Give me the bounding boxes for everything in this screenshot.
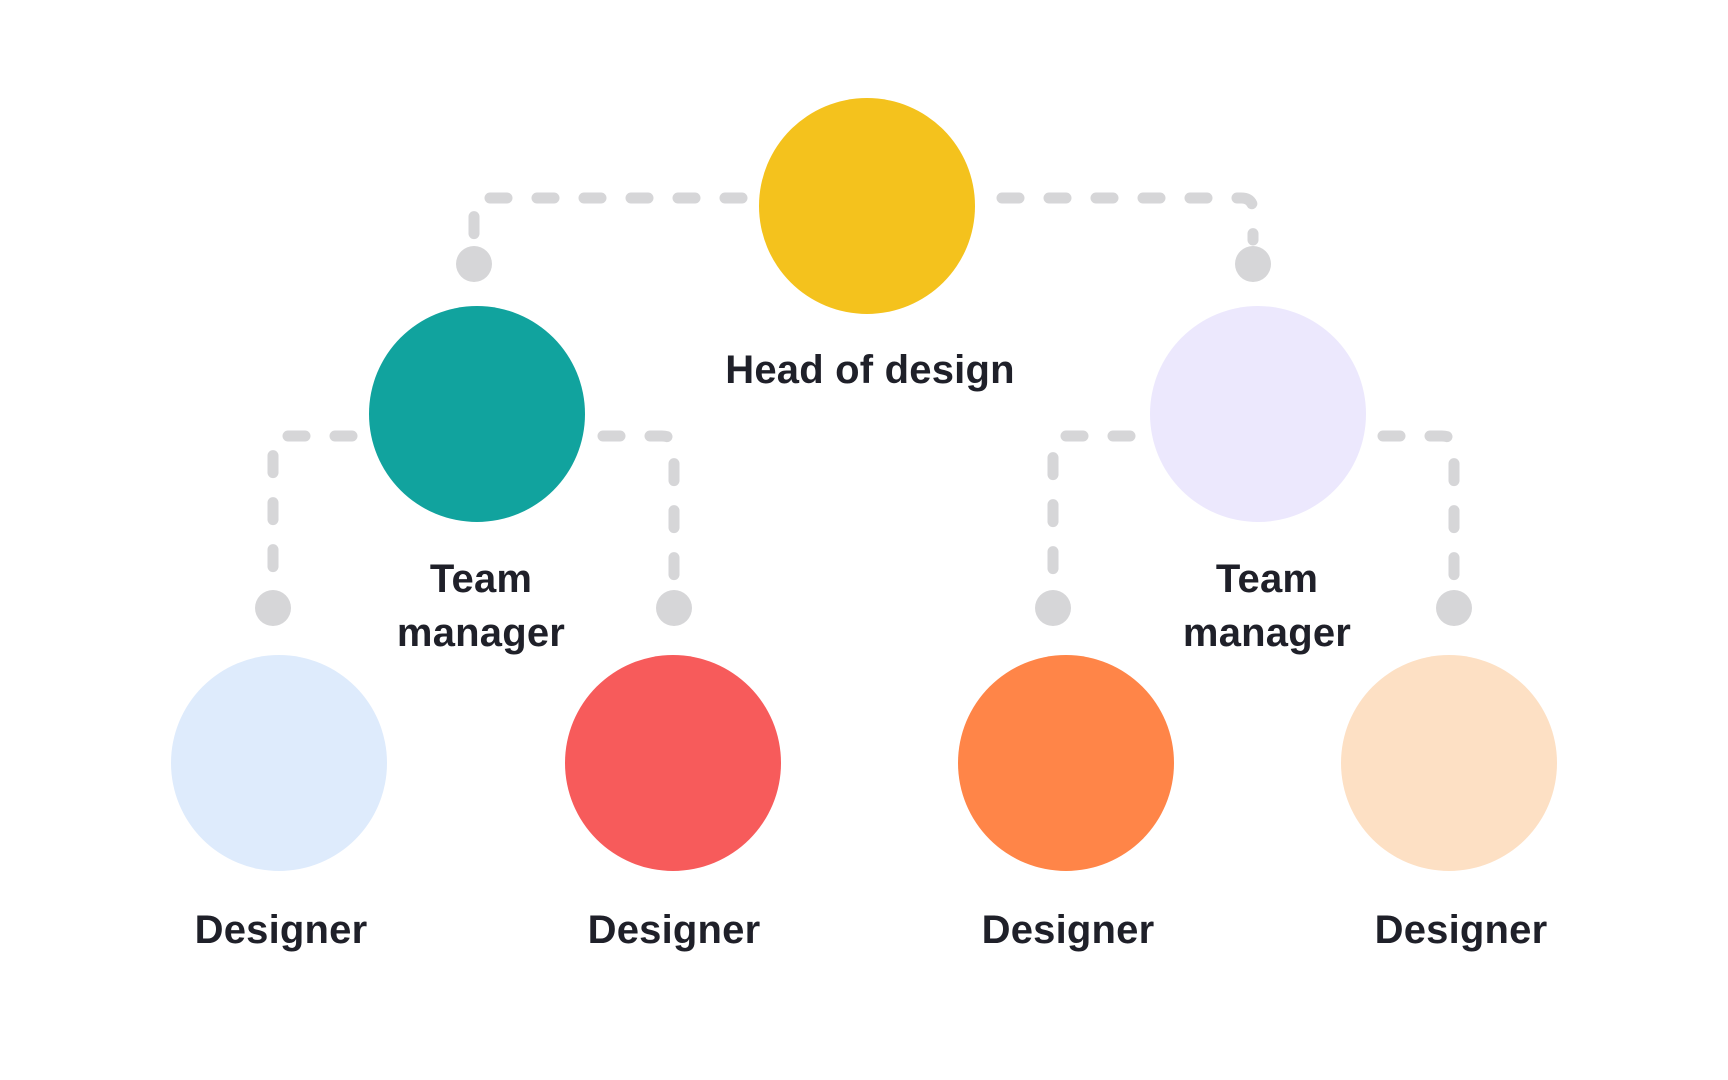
avatar-circle-background: [958, 655, 1174, 871]
role-label-des-4: Designer: [1375, 903, 1548, 957]
avatar-circle-background: [369, 306, 585, 522]
role-label-head: Head of design: [725, 343, 1015, 397]
role-label-line: Designer: [1374, 908, 1548, 952]
avatar-des-1: [171, 655, 387, 871]
role-label-des-3: Designer: [982, 903, 1155, 957]
avatar-des-3: [958, 655, 1174, 871]
dashed-connector-line: [1377, 430, 1460, 590]
dashed-connector-line: [468, 192, 748, 246]
connector-head-to-tm-left: [456, 192, 748, 282]
connector-dot: [1035, 590, 1071, 626]
role-label-line: manager: [1182, 611, 1352, 655]
role-label-des-2: Designer: [588, 903, 761, 957]
connector-tm-right-to-des-4: [1377, 430, 1472, 626]
connector-tm-left-to-des-2: [597, 430, 692, 626]
role-label-line: Team: [1215, 557, 1319, 601]
role-label-line: manager: [396, 611, 566, 655]
dashed-connector-line: [996, 192, 1259, 246]
avatar-des-4: [1341, 655, 1557, 871]
dashed-connector-line: [597, 430, 680, 590]
avatar-circle-background: [171, 655, 387, 871]
avatar-circle-background: [1150, 306, 1366, 522]
connector-layer: [255, 192, 1472, 626]
avatar-layer: [171, 98, 1557, 871]
role-label-line: Designer: [194, 908, 368, 952]
avatar-head: [759, 98, 975, 314]
avatar-circle-background: [759, 98, 975, 314]
role-label-line: Team: [429, 557, 533, 601]
connector-tm-right-to-des-3: [1035, 430, 1136, 626]
role-label-line: Designer: [587, 908, 761, 952]
connector-dot: [456, 246, 492, 282]
connector-tm-left-to-des-1: [255, 430, 358, 626]
avatar-tm-left: [369, 306, 585, 522]
connector-dot: [255, 590, 291, 626]
avatar-des-2: [565, 655, 781, 871]
role-label-tm-right: Team manager: [1183, 552, 1351, 660]
role-label-tm-left: Team manager: [397, 552, 565, 660]
avatar-circle-background: [1341, 655, 1557, 871]
role-label-line: Head of design: [725, 348, 1015, 392]
connector-dot: [1235, 246, 1271, 282]
connector-head-to-tm-right: [996, 192, 1271, 282]
avatar-tm-right: [1150, 306, 1366, 522]
role-label-des-1: Designer: [195, 903, 368, 957]
role-label-line: Designer: [981, 908, 1155, 952]
connector-dot: [1436, 590, 1472, 626]
dashed-connector-line: [1047, 430, 1136, 590]
avatar-circle-background: [565, 655, 781, 871]
dashed-connector-line: [267, 430, 358, 590]
connector-dot: [656, 590, 692, 626]
